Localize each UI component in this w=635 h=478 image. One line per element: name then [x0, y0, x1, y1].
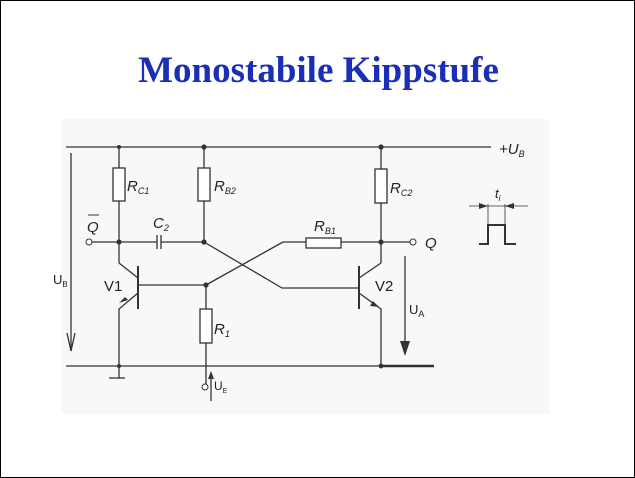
resistor-rc2	[374, 168, 388, 204]
v2-label: V2	[375, 278, 393, 295]
svg-text:ti: ti	[495, 186, 501, 203]
qbar-label: Q	[87, 219, 99, 236]
diagram-background	[61, 119, 549, 414]
resistor-rb1	[305, 237, 342, 249]
resistor-rb2	[197, 167, 211, 202]
terminal-ue	[201, 383, 209, 391]
resistor-rc1	[112, 167, 126, 202]
resistor-r1	[199, 308, 213, 344]
svg-text:UE: UE	[214, 379, 228, 395]
resistors	[112, 167, 388, 344]
svg-text:+UB: +UB	[499, 141, 525, 159]
svg-text:RC1: RC1	[127, 178, 149, 196]
terminal-qbar	[85, 238, 93, 246]
wires	[66, 146, 528, 401]
slide-title: Monostabile Kippstufe	[138, 50, 499, 91]
terminal-q	[409, 238, 417, 246]
svg-text:RC2: RC2	[390, 180, 412, 198]
svg-text:UA: UA	[409, 302, 424, 319]
terminals	[85, 238, 417, 391]
arrowheads	[119, 203, 514, 379]
svg-text:UB: UB	[53, 272, 68, 289]
svg-text:C2: C2	[153, 215, 169, 233]
v1-label: V1	[104, 278, 122, 295]
junctions	[116, 144, 384, 369]
q-label: Q	[425, 235, 437, 252]
svg-text:R1: R1	[214, 321, 230, 339]
labels: +UB RC1 RB2 RC2 RB1 R1 C2 Q Q V1 V2 UB U…	[53, 141, 525, 395]
svg-text:RB2: RB2	[214, 178, 236, 196]
svg-text:RB1: RB1	[314, 218, 336, 236]
